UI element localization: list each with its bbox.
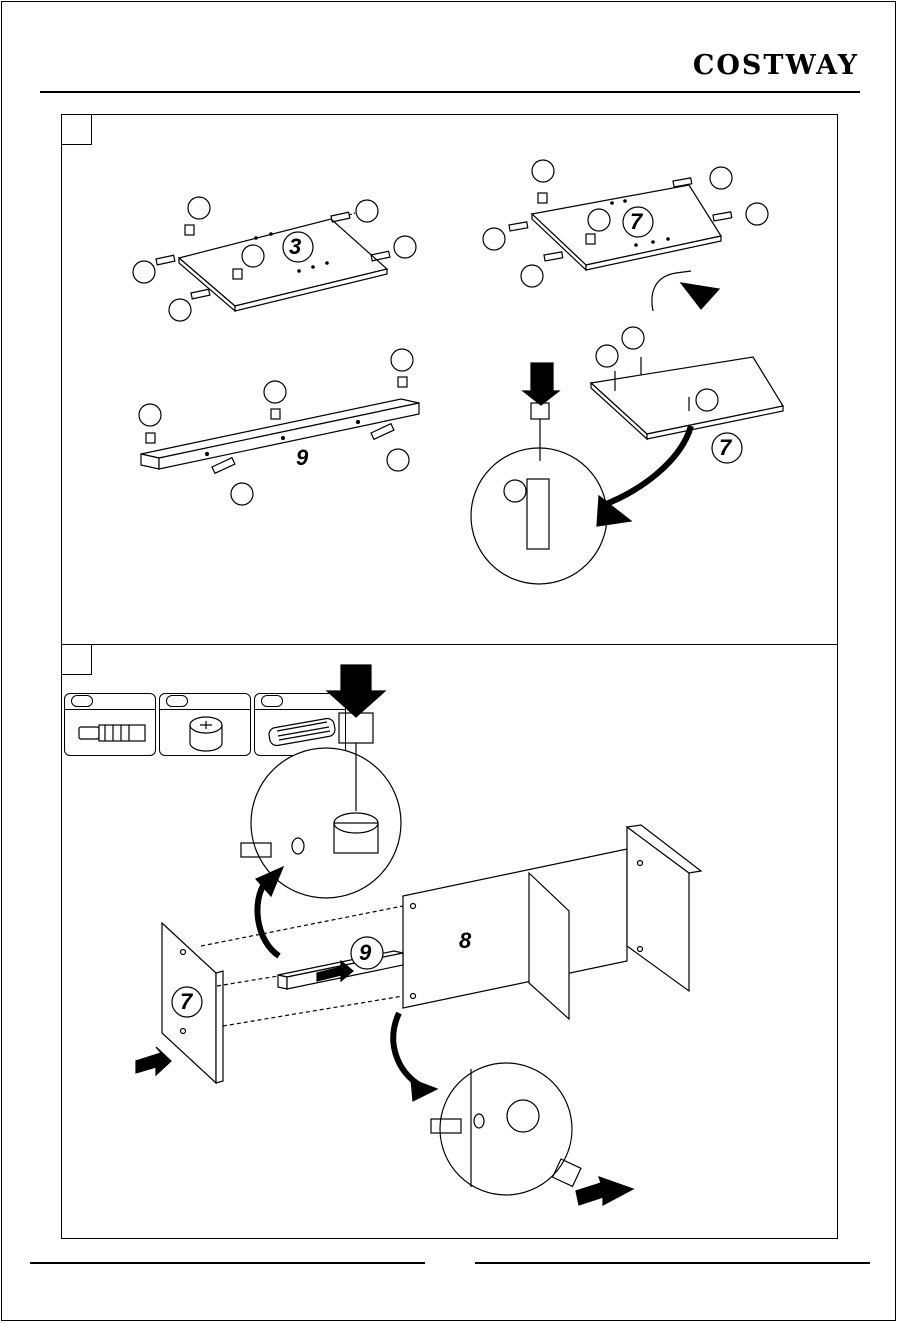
board-7-top [483,160,768,287]
footer-rule-left [30,1262,425,1264]
callout-side-panel-7: 7 [180,989,192,1015]
rail-9-assembly [278,937,403,989]
callout-rail-9: 9 [296,445,308,471]
callout-board-7-flipped: 7 [719,435,731,461]
step-2-illustration [62,645,839,1240]
step-panel-1: 3 7 9 7 [61,114,838,645]
step-panel-2: 8 9 7 [61,644,838,1239]
cam-tighten-detail [241,665,401,956]
callout-board-3: 3 [289,234,301,260]
footer-rule-right [475,1262,870,1264]
callout-panel-8: 8 [459,928,471,954]
cam-lock-detail [393,1013,633,1205]
step-1-illustration [62,115,839,646]
callout-rail-9-assembly: 9 [359,940,371,966]
rail-9 [139,349,419,505]
brand-logo: COSTWAY [693,50,859,81]
header-rule [40,91,860,93]
flip-arrow [652,271,719,311]
board-3 [133,197,416,321]
back-panel-8 [403,825,701,1019]
callout-board-7: 7 [630,209,642,235]
